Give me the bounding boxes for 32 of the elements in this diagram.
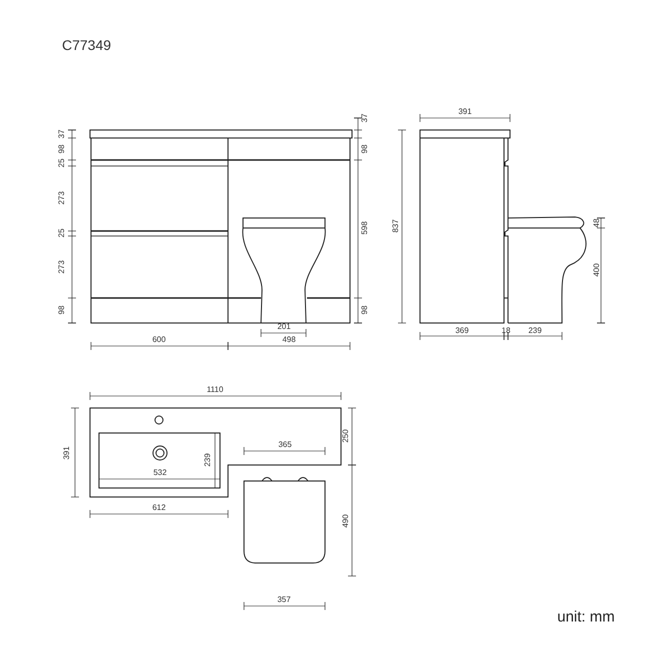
dimension-value: 25 — [58, 228, 66, 238]
dimension-value: 239 — [528, 327, 542, 335]
dimension-value: 37 — [58, 130, 66, 138]
dimension-value: 498 — [282, 336, 296, 344]
drawing-code: C77349 — [62, 38, 112, 52]
unit-note: unit: mm — [557, 610, 615, 624]
dimension-value: 18 — [502, 327, 510, 335]
dimension-value: 490 — [342, 514, 350, 528]
dimension-value: 273 — [58, 260, 66, 274]
dimension-value: 98 — [361, 306, 369, 314]
dimension-value: 369 — [455, 327, 469, 335]
dimension-value: 612 — [152, 504, 166, 512]
dimension-value: 391 — [458, 108, 472, 116]
dimension-value: 239 — [204, 453, 212, 467]
dimension-value: 25 — [58, 158, 66, 168]
dimension-value: 532 — [153, 469, 167, 477]
dimension-value: 600 — [152, 336, 166, 344]
dimension-value: 37 — [361, 114, 369, 122]
dimension-value: 365 — [278, 441, 292, 449]
dimension-value: 1110 — [206, 386, 224, 394]
dimension-value: 250 — [342, 429, 350, 443]
dimension-value: 273 — [58, 191, 66, 205]
dimension-value: 98 — [361, 144, 369, 154]
dimension-value: 357 — [277, 596, 291, 604]
dimension-value: 598 — [361, 221, 369, 235]
dimension-value: 98 — [58, 306, 66, 314]
dimension-value: 48 — [593, 218, 601, 228]
dimension-value: 391 — [63, 446, 71, 460]
dimension-value: 201 — [277, 323, 291, 331]
dimension-value: 400 — [593, 263, 601, 277]
dimension-value: 98 — [58, 144, 66, 154]
dimension-value: 837 — [392, 219, 400, 233]
